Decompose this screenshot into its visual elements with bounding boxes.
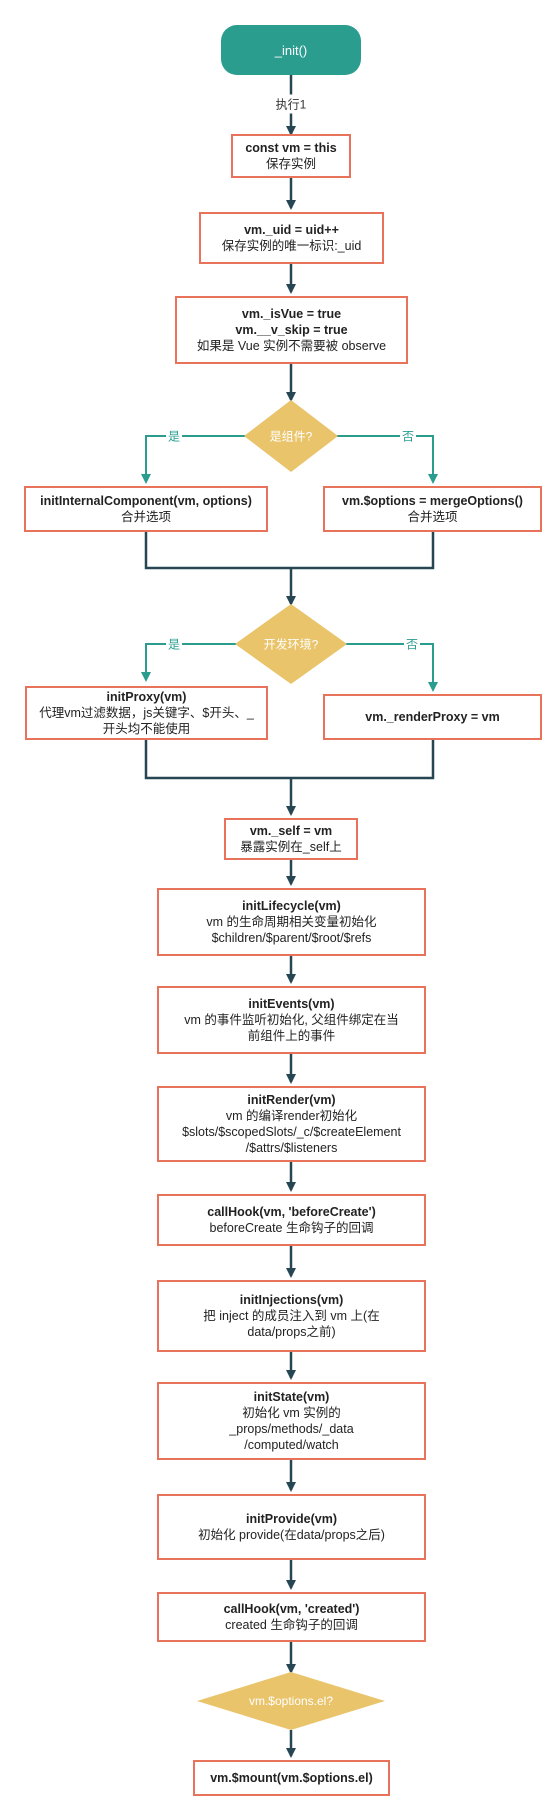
edge-d1-no [336, 435, 438, 484]
node-title: vm._isVue = true [241, 307, 342, 321]
node-desc: vm 的编译render初始化 [225, 1109, 358, 1123]
node-vm-self: vm._self = vm 暴露实例在_self上 [224, 818, 358, 860]
edge-n6-merge [144, 740, 435, 780]
node-title: initInjections(vm) [239, 1293, 344, 1307]
node-desc-3: /$attrs/$listeners [245, 1141, 338, 1155]
node-title: vm._renderProxy = vm [365, 710, 500, 724]
decision-is-component [244, 400, 338, 472]
node-desc: 暴露实例在_self上 [240, 840, 342, 854]
node-title: initRender(vm) [247, 1093, 336, 1107]
node-title: initProxy(vm) [106, 690, 187, 704]
edge-label-yes-2: 是 [165, 635, 183, 653]
start-label: _init() [274, 42, 308, 58]
node-init-events: initEvents(vm) vm 的事件监听初始化, 父组件绑定在当前组件上的… [157, 986, 426, 1054]
node-init-provide: initProvide(vm) 初始化 provide(在data/props之… [157, 1494, 426, 1560]
node-init-state: initState(vm) 初始化 vm 实例的 _props/methods/… [157, 1382, 426, 1460]
node-title: initState(vm) [253, 1390, 330, 1404]
node-title: callHook(vm, 'created') [223, 1602, 360, 1616]
edge-label-step1: 执行1 [273, 94, 309, 114]
node-render-proxy: vm._renderProxy = vm [323, 694, 542, 740]
node-desc: 合并选项 [407, 510, 458, 524]
decision-dev-env [235, 604, 347, 684]
node-desc-3: /computed/watch [244, 1438, 339, 1452]
node-vm-mount: vm.$mount(vm.$options.el) [193, 1760, 390, 1796]
node-title: initProvide(vm) [246, 1512, 337, 1526]
node-title-2: vm.__v_skip = true [235, 323, 348, 337]
edge-n4-merge [144, 532, 435, 570]
edge-d2-no [345, 643, 438, 692]
node-title: vm.$options = mergeOptions() [342, 494, 523, 508]
node-desc-2: $slots/$scopedSlots/_c/$createElement [182, 1125, 401, 1139]
node-const-vm: const vm = this 保存实例 [231, 134, 351, 178]
node-merge-options: vm.$options = mergeOptions() 合并选项 [323, 486, 542, 532]
node-callhook-before-create: callHook(vm, 'beforeCreate') beforeCreat… [157, 1194, 426, 1246]
node-title: vm._self = vm [249, 824, 333, 838]
node-desc: created 生命钩子的回调 [225, 1618, 358, 1632]
node-title: initInternalComponent(vm, options) [40, 494, 252, 508]
node-title: callHook(vm, 'beforeCreate') [207, 1205, 376, 1219]
node-init-internal-component: initInternalComponent(vm, options) 合并选项 [24, 486, 268, 532]
node-title: vm._uid = uid++ [244, 223, 339, 237]
decision-label-is-component: 是组件? [269, 429, 313, 444]
node-desc: vm 的生命周期相关变量初始化 [206, 915, 377, 929]
node-init-proxy: initProxy(vm) 代理vm过滤数据，js关键字、$开头、_开头均不能使… [25, 686, 268, 740]
node-desc: 如果是 Vue 实例不需要被 observe [196, 339, 387, 353]
node-init-lifecycle: initLifecycle(vm) vm 的生命周期相关变量初始化 $child… [157, 888, 426, 956]
node-desc: 代理vm过滤数据，js关键字、$开头、_开头均不能使用 [39, 706, 254, 736]
node-title: initEvents(vm) [248, 997, 335, 1011]
node-init-injections: initInjections(vm) 把 inject 的成员注入到 vm 上(… [157, 1280, 426, 1352]
node-init-render: initRender(vm) vm 的编译render初始化 $slots/$s… [157, 1086, 426, 1162]
edge-label-no-1: 否 [399, 427, 417, 445]
decision-options-el [197, 1672, 385, 1730]
node-title: vm.$mount(vm.$options.el) [210, 1771, 373, 1785]
node-desc: 保存实例的唯一标识:_uid [221, 239, 362, 253]
node-vm-isvue: vm._isVue = true vm.__v_skip = true 如果是 … [175, 296, 408, 364]
node-desc: 初始化 provide(在data/props之后) [198, 1528, 385, 1542]
start-node: _init() [221, 25, 361, 75]
node-desc-2: _props/methods/_data [229, 1422, 354, 1436]
node-callhook-created: callHook(vm, 'created') created 生命钩子的回调 [157, 1592, 426, 1642]
edge-d1-yes [141, 435, 246, 484]
node-vm-uid: vm._uid = uid++ 保存实例的唯一标识:_uid [199, 212, 384, 264]
node-desc: 把 inject 的成员注入到 vm 上(在data/props之前) [203, 1309, 380, 1339]
node-desc: vm 的事件监听初始化, 父组件绑定在当前组件上的事件 [184, 1013, 399, 1043]
node-desc: 初始化 vm 实例的 [242, 1406, 341, 1420]
edge-label-yes-1: 是 [165, 427, 183, 445]
node-desc: beforeCreate 生命钩子的回调 [209, 1221, 374, 1235]
edge-label-no-2: 否 [403, 635, 421, 653]
decision-label-options-el: vm.$options.el? [248, 1694, 334, 1708]
node-desc: 保存实例 [265, 157, 316, 171]
node-title: const vm = this [245, 141, 337, 155]
node-desc-2: $children/$parent/$root/$refs [211, 931, 372, 945]
decision-label-dev-env: 开发环境? [263, 637, 319, 652]
node-desc: 合并选项 [120, 510, 171, 524]
node-title: initLifecycle(vm) [242, 899, 341, 913]
edge-d2-yes [141, 643, 239, 682]
